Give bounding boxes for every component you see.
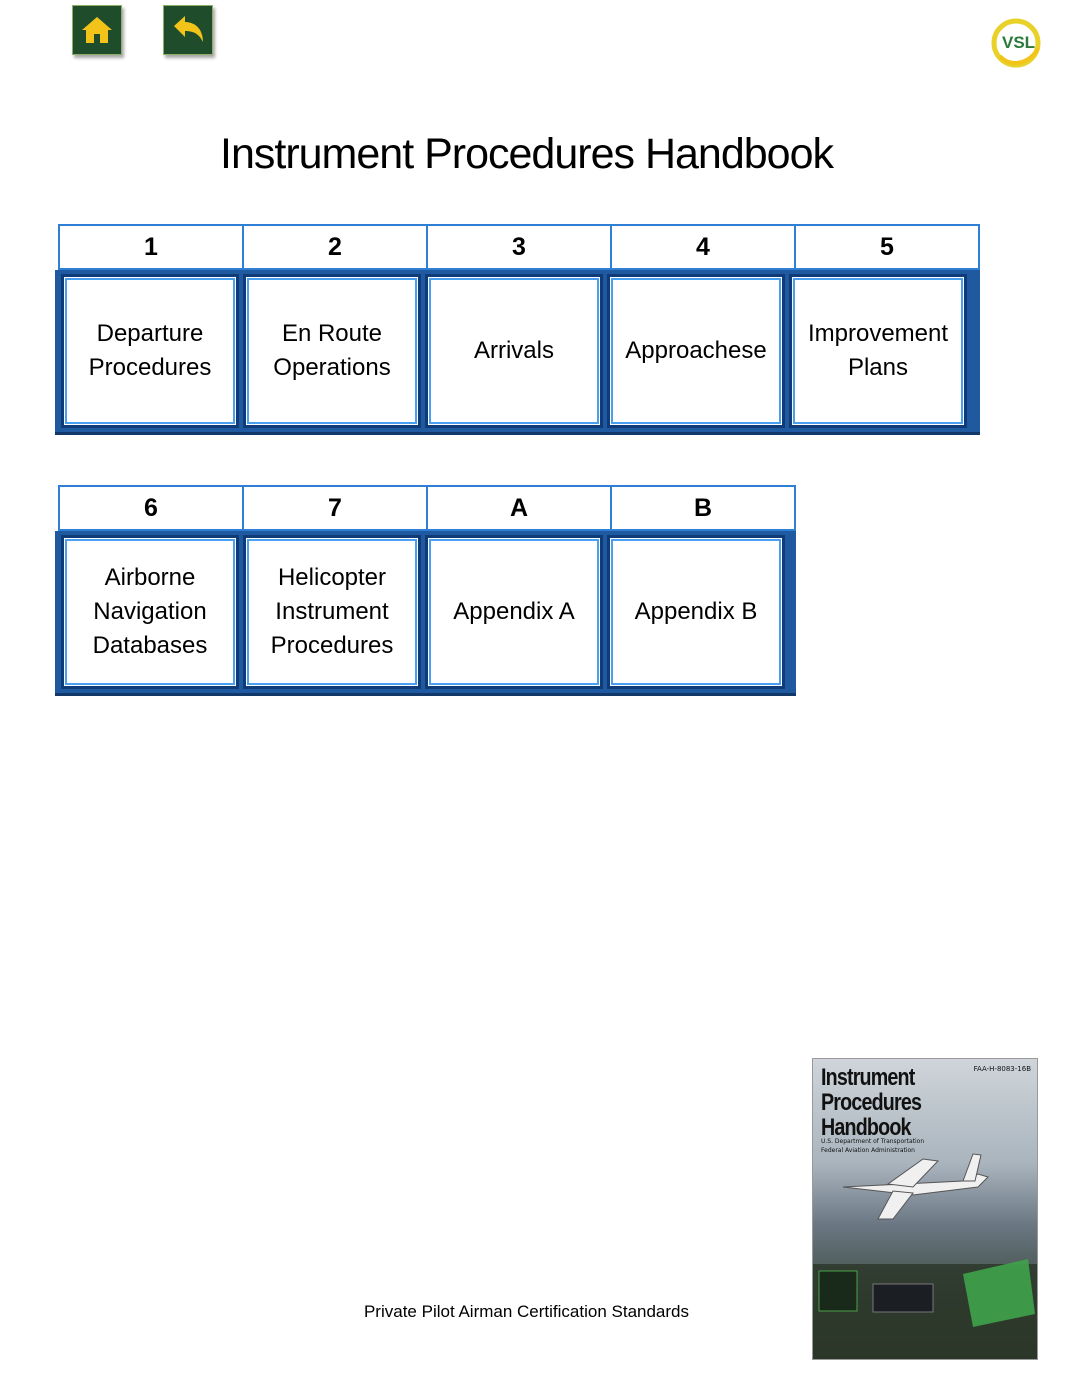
handbook-cover-image[interactable]: Instrument Procedures Handbook FAA-H-808… [812,1058,1038,1360]
cover-code: FAA-H-8083-16B [973,1065,1031,1073]
chapter-card-helicopter-instrument-procedures[interactable]: Helicopter Instrument Procedures [243,535,421,689]
chapter-card-en-route-operations[interactable]: En Route Operations [243,274,421,428]
chapter-card-row: Departure Procedures En Route Operations… [55,270,980,432]
footer-link[interactable]: Private Pilot Airman Certification Stand… [363,1302,690,1321]
chapter-row-1: 1 2 3 4 5 Departure Procedures En Route … [55,224,980,432]
chapter-number-row: 6 7 A B [58,485,796,531]
page-title: Instrument Procedures Handbook [220,130,834,178]
chapter-number: 4 [610,224,794,270]
chapter-row-2: 6 7 A B Airborne Navigation Databases He… [55,485,796,693]
chapter-number: 6 [58,485,242,531]
back-arrow-icon [174,16,203,42]
chapter-number: 1 [58,224,242,270]
back-button[interactable] [163,5,213,55]
chapter-card-arrivals[interactable]: Arrivals [425,274,603,428]
chapter-card-departure-procedures[interactable]: Departure Procedures [61,274,239,428]
logo-text: VSL [1002,33,1035,52]
cover-title: Instrument Procedures Handbook [821,1064,922,1141]
cover-dept: U.S. Department of Transportation Federa… [821,1138,925,1154]
chapter-number-row: 1 2 3 4 5 [58,224,980,270]
chapter-card-appendix-a[interactable]: Appendix A [425,535,603,689]
chapter-card-row: Airborne Navigation Databases Helicopter… [55,531,796,693]
chapter-card-airborne-navigation-databases[interactable]: Airborne Navigation Databases [61,535,239,689]
chapter-number: B [610,485,796,531]
chapter-number: 5 [794,224,980,270]
vsl-logo-icon: VSL [991,18,1041,68]
chapter-number: 3 [426,224,610,270]
chapter-card-approaches[interactable]: Approachese [607,274,785,428]
home-button[interactable] [72,5,122,55]
vsl-logo: VSL [986,12,1048,74]
airplane-illustration [813,1153,1037,1359]
chapter-number: 2 [242,224,426,270]
home-icon [82,17,112,43]
chapter-number: A [426,485,610,531]
chapter-card-appendix-b[interactable]: Appendix B [607,535,785,689]
chapter-card-improvement-plans[interactable]: Improvement Plans [789,274,967,428]
chapter-number: 7 [242,485,426,531]
